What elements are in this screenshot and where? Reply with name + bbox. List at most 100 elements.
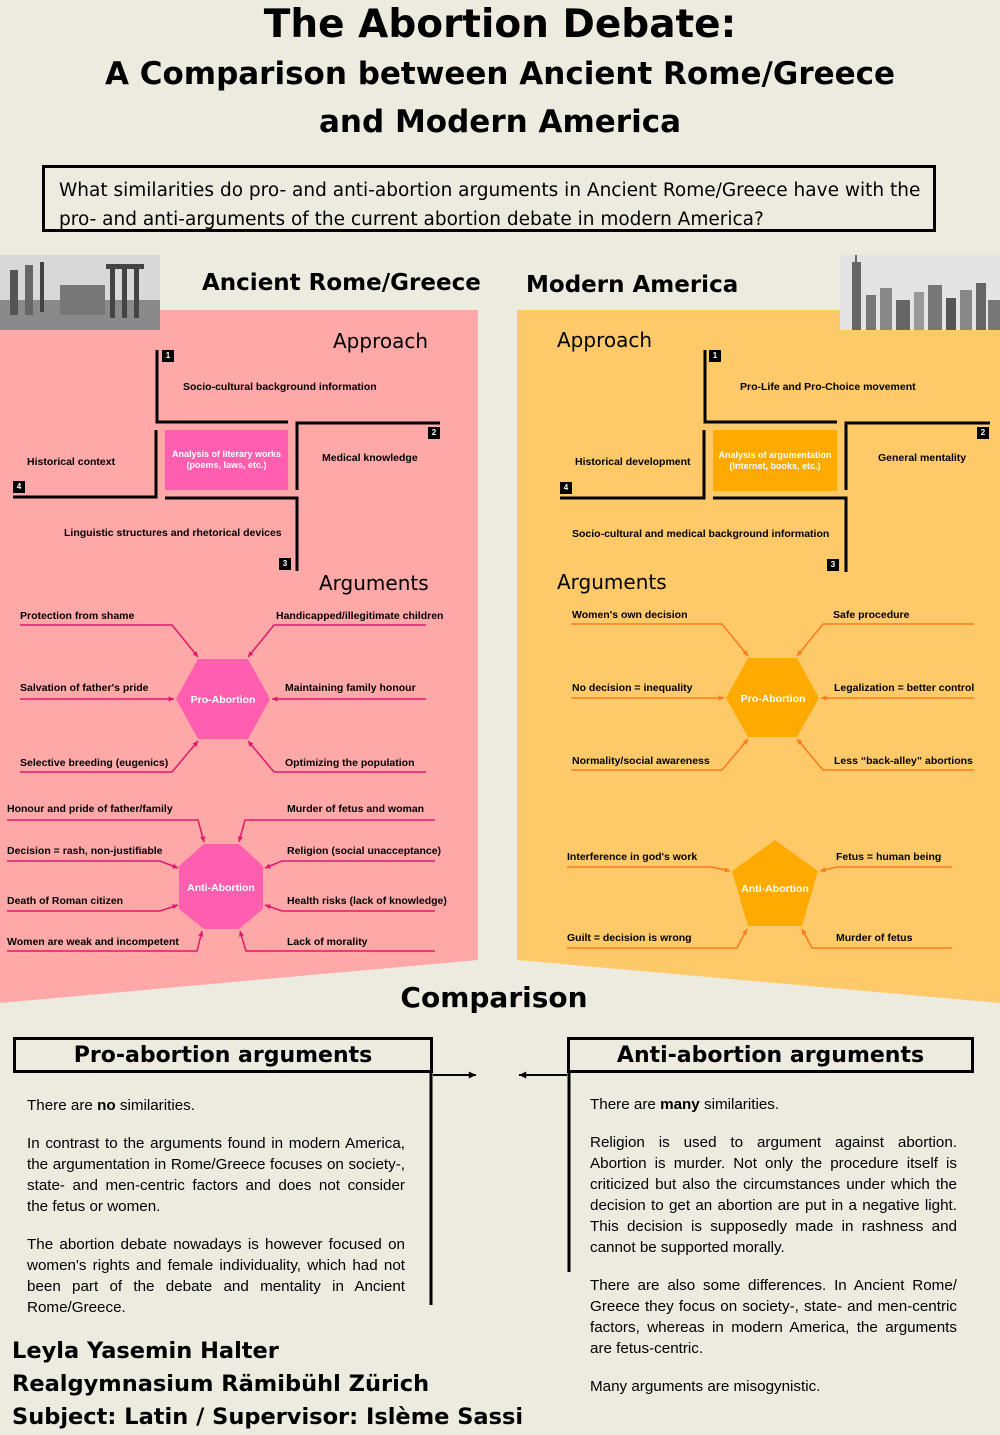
left-approach-item-1: Socio-cultural background information (183, 381, 377, 393)
arrowhead-icon (797, 739, 803, 745)
number-badge: 2 (977, 427, 989, 439)
connector-arrow (7, 819, 205, 843)
argument-label: Normality/social awareness (572, 755, 710, 767)
title-line-2: A Comparison between Ancient Rome/Greece (104, 56, 896, 92)
argument-label: Guilt = decision is wrong (567, 932, 692, 944)
bracket-line (155, 350, 288, 424)
left-anti-octagon (179, 844, 263, 929)
right-anti-pentagon (732, 840, 818, 926)
paragraph: The abortion debate nowadays is however … (27, 1236, 405, 1316)
arrowhead-icon (742, 929, 747, 935)
bracket-line (713, 496, 848, 572)
argument-label: Death of Roman citizen (7, 895, 124, 907)
left-panel (0, 310, 478, 1003)
text: There are (27, 1097, 98, 1114)
connector-arrow (7, 904, 179, 912)
author-name: Leyla Yasemin Halter (12, 1338, 279, 1364)
argument-label: Maintaining family honour (285, 682, 416, 694)
text: similarities. (699, 1096, 780, 1113)
anti-comparison-heading: Anti-abortion arguments (567, 1037, 974, 1073)
comparison-title: Comparison (400, 981, 588, 1014)
right-panel (517, 310, 1000, 1003)
right-heading: Modern America (526, 272, 739, 298)
bracket-line (165, 496, 299, 571)
argument-label: Protection from shame (20, 610, 135, 622)
paragraph: Many arguments are misogynistic. (590, 1378, 821, 1395)
left-arguments-title: Arguments (319, 571, 429, 595)
connector-arrow (571, 738, 749, 771)
argument-label: Interference in god's work (567, 851, 698, 863)
arrowhead-icon (519, 1071, 527, 1079)
connector-arrow (7, 860, 179, 869)
arrowhead-icon (168, 696, 174, 702)
bracket-line (560, 430, 706, 500)
arrowhead-icon (248, 741, 254, 747)
anti-comparison-text: There are many similarities. Religion is… (590, 1094, 957, 1414)
left-approach-item-4: Historical context (27, 456, 116, 468)
argument-label: Health risks (lack of knowledge) (287, 895, 447, 907)
arrowhead-icon (200, 836, 206, 842)
connector-arrow (796, 623, 974, 657)
left-pro-label: Pro-Abortion (190, 694, 256, 706)
ancient-ruins-photo (0, 255, 160, 330)
right-approach-item-3: Socio-cultural and medical background in… (572, 528, 830, 540)
arrowhead-icon (239, 931, 245, 937)
arrowhead-icon (742, 650, 748, 656)
arrowhead-icon (248, 651, 254, 657)
argument-label: Handicapped/illegitimate children (276, 610, 444, 622)
connector-arrow (7, 930, 203, 952)
arrowhead-icon (820, 867, 826, 873)
paragraph: Religion is used to argument against abo… (590, 1134, 957, 1256)
connector-arrow (247, 740, 426, 773)
right-anti-label: Anti-Abortion (741, 883, 809, 895)
right-approach-item-2: General mentality (878, 452, 967, 464)
left-pro-hexagon (176, 659, 270, 739)
text: similarities. (115, 1097, 195, 1114)
number-badge: 4 (560, 482, 572, 494)
right-pro-label: Pro-Abortion (740, 693, 806, 705)
new-york-skyline-photo (840, 255, 1000, 330)
pro-comparison-heading: Pro-abortion arguments (13, 1037, 433, 1073)
argument-label: No decision = inequality (572, 682, 693, 694)
argument-label: Legalization = better control (834, 682, 975, 694)
connector-arrow (264, 860, 435, 869)
number-badge: 4 (13, 481, 25, 493)
arrowhead-icon (265, 863, 271, 869)
connector-arrow (264, 904, 435, 912)
argument-label: Murder of fetus and woman (287, 803, 425, 815)
connector-arrow (819, 866, 952, 872)
connector-arrow (247, 624, 426, 658)
argument-label: Religion (social unacceptance) (287, 845, 442, 857)
argument-label: Women are weak and incompetent (7, 936, 179, 948)
right-pro-hexagon (726, 658, 819, 737)
author-school: Realgymnasium Rämibühl Zürich (12, 1371, 430, 1397)
right-approach-title: Approach (557, 328, 653, 352)
research-question: What similarities do pro- and anti-abort… (42, 165, 936, 232)
left-heading: Ancient Rome/Greece (202, 270, 481, 296)
argument-label: Lack of morality (287, 936, 368, 948)
right-arguments-title: Arguments (557, 570, 667, 594)
arrowhead-icon (724, 867, 730, 873)
pro-comparison-text: There are no similarities. In contrast t… (27, 1095, 405, 1335)
right-approach-center: Analysis of argumentation (Internet, boo… (718, 449, 832, 471)
right-approach-center-box (713, 430, 837, 491)
text: There are (590, 1096, 661, 1113)
argument-label: Decision = rash, non-justifiable (7, 845, 163, 857)
paragraph: There are also some differences. In Anci… (590, 1277, 957, 1357)
arrowhead-icon (718, 695, 724, 701)
connector-arrow (796, 738, 974, 771)
number-badge: 3 (827, 559, 839, 571)
arrowhead-icon (272, 696, 278, 702)
connector-arrow (20, 624, 199, 658)
argument-label: Safe procedure (833, 609, 910, 621)
connector-arrow (239, 930, 435, 952)
title-line-3: and Modern America (318, 104, 681, 140)
arrowhead-icon (821, 695, 827, 701)
argument-label: Selective breeding (eugenics) (20, 757, 169, 769)
left-approach-center: Analysis of literary works (poems, laws,… (171, 449, 282, 470)
argument-label: Honour and pride of father/family (7, 803, 173, 815)
number-badge: 2 (428, 427, 440, 439)
arrowhead-icon (742, 739, 748, 745)
arrowhead-icon (265, 904, 271, 910)
